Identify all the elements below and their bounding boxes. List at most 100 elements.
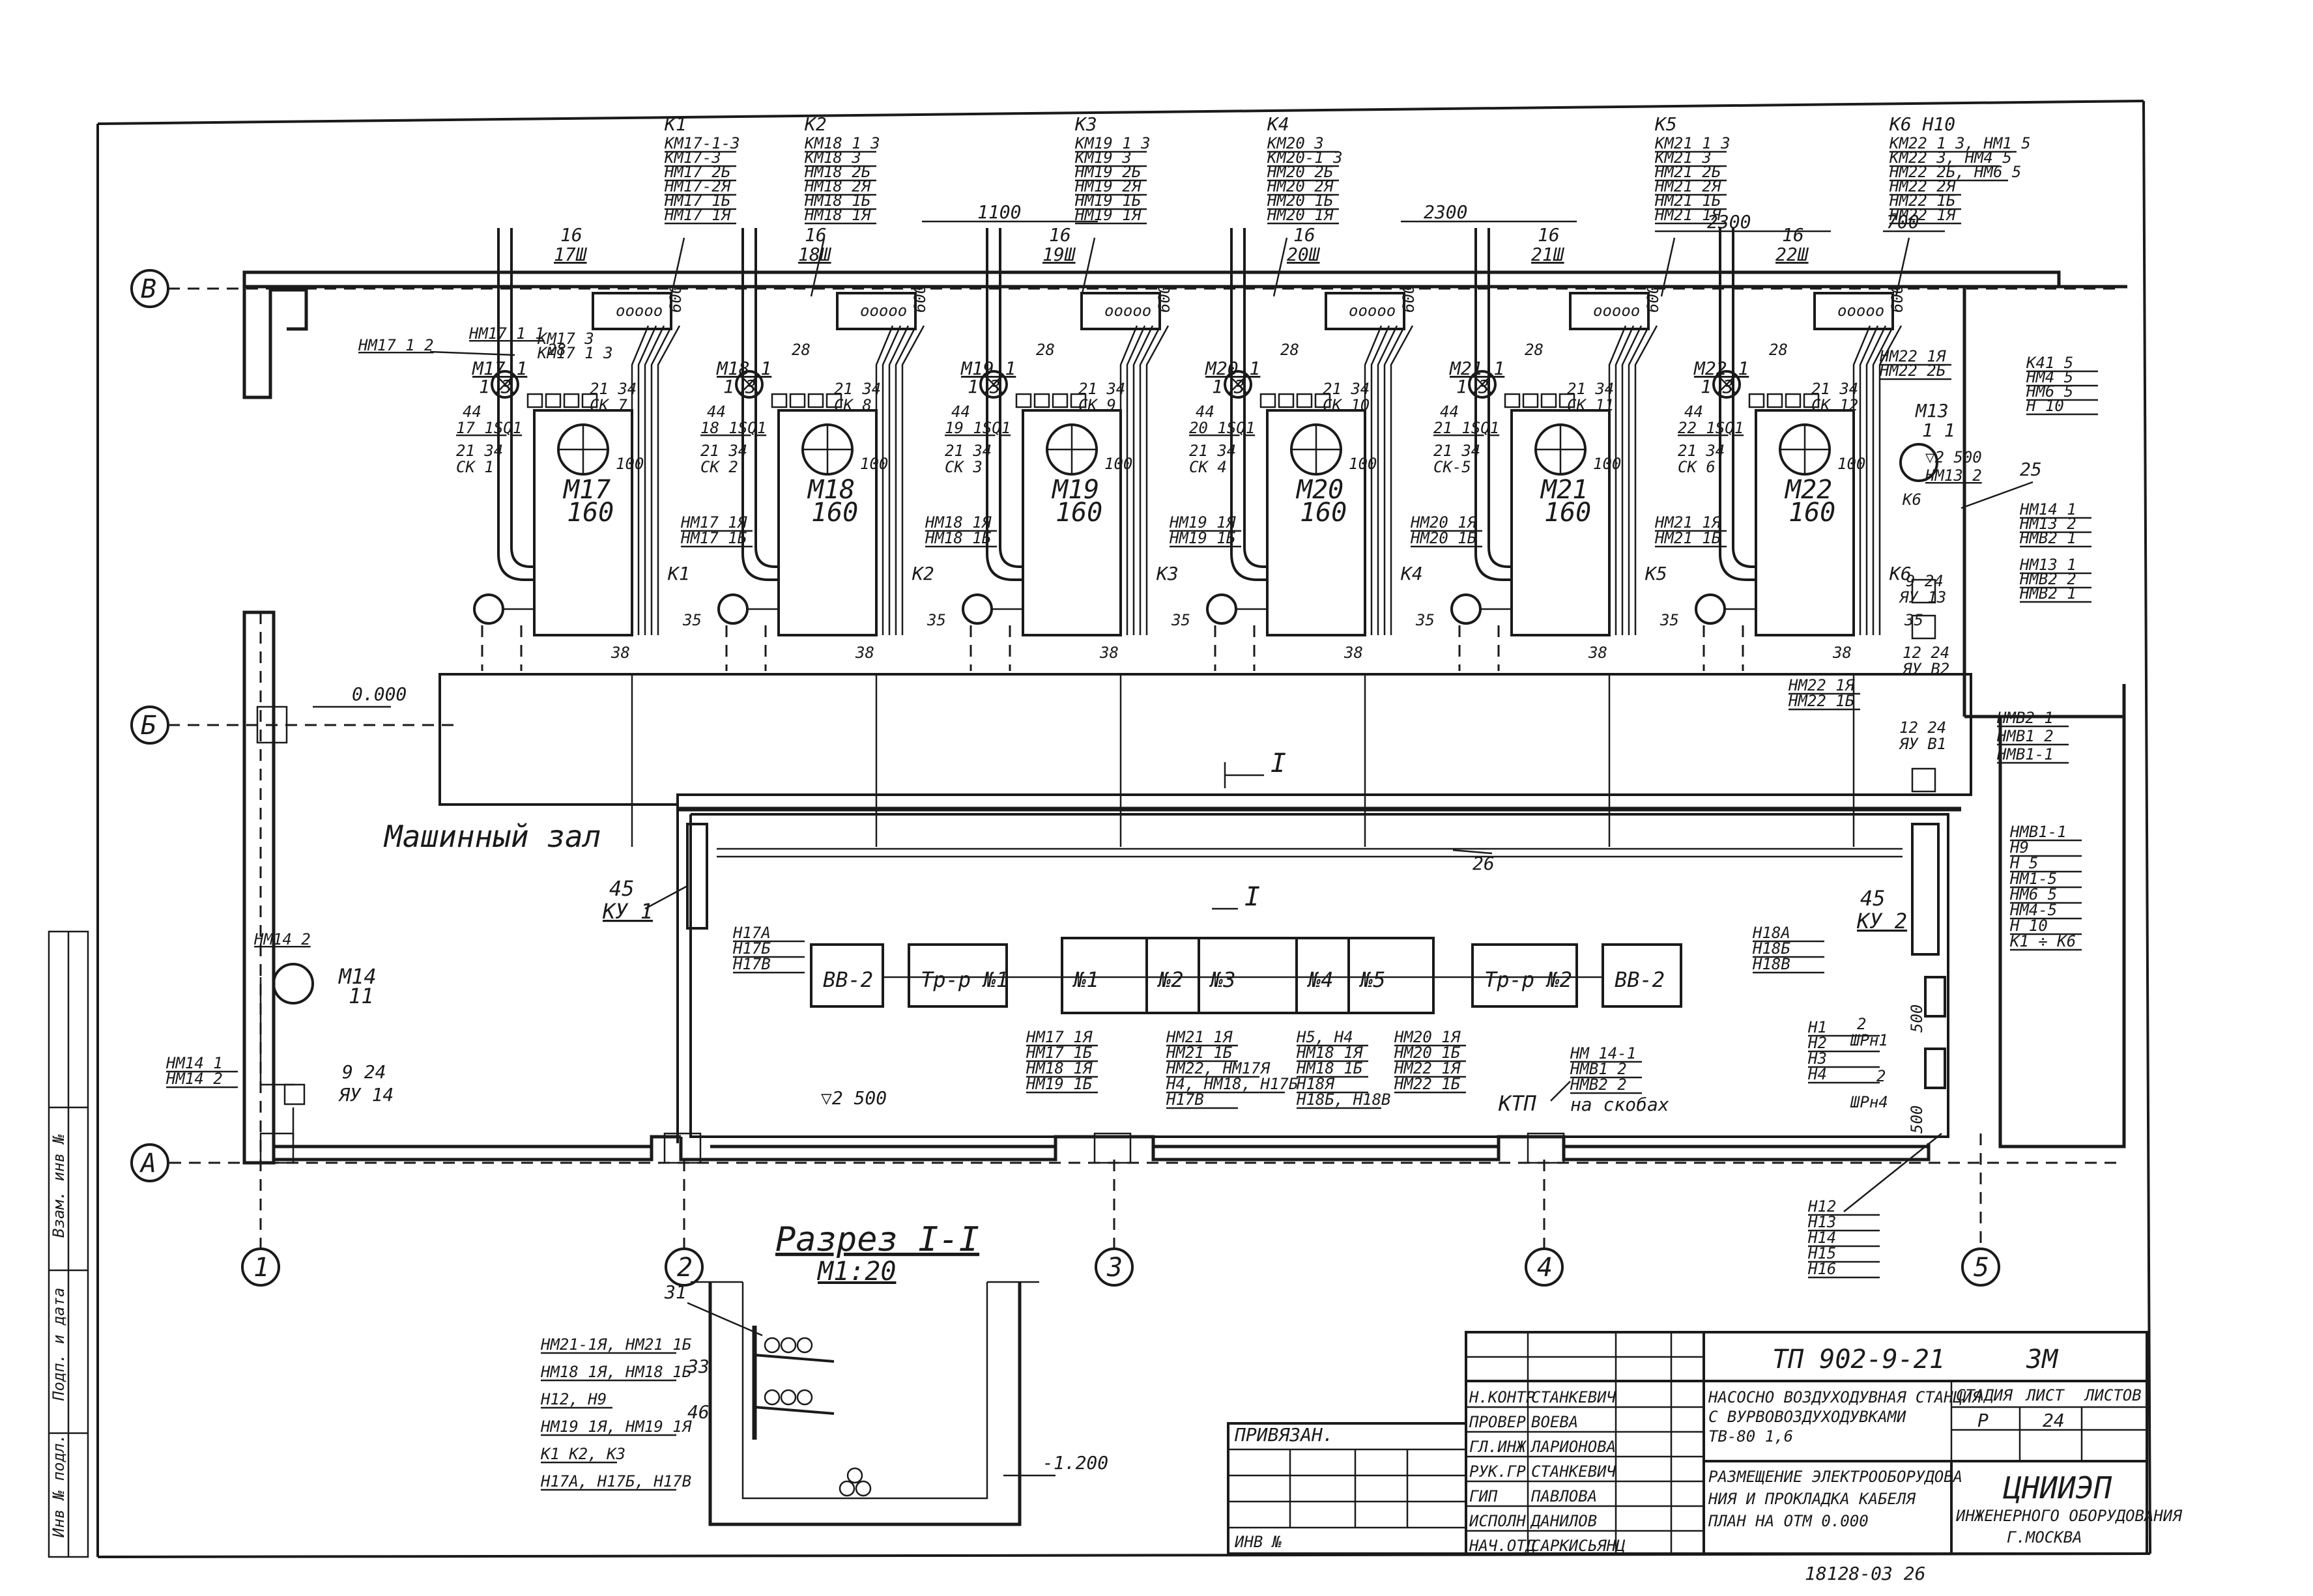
num-600: 600 — [1155, 285, 1173, 313]
cable-tag: К4 — [1400, 563, 1423, 584]
num-16: 16 — [1293, 224, 1315, 246]
cable-26: 26 — [1473, 853, 1495, 874]
tb-org: ЦНИИЭП — [2003, 1470, 2112, 1505]
num-44: 44 — [1684, 403, 1703, 421]
tb-role: ГЛ.ИНЖ — [1469, 1438, 1527, 1456]
ku2-list: Н18Б — [1752, 939, 1790, 958]
cable-tag: К3 — [1156, 563, 1179, 584]
cabinet-ku2 — [1911, 823, 1940, 956]
rb-list-b: НМВ2 2 — [2019, 570, 2076, 588]
cable-list-line: НМ17 1Я — [664, 206, 731, 224]
shr-list2: Н14 — [1807, 1229, 1836, 1247]
ktp-block-label: Тр-р №1 — [921, 967, 1009, 992]
cable-list-head: К3 — [1074, 113, 1097, 135]
axis-label-col: 2 — [677, 1253, 693, 1283]
num-600: 600 — [667, 285, 685, 313]
sk-label: СК 8 — [834, 396, 872, 414]
rb-list-d: Н9 — [2009, 838, 2029, 857]
junction-box — [1569, 292, 1650, 330]
motor-ref-sub: 1 3 — [1212, 376, 1245, 397]
cable-list-line: КМ18 3 — [804, 149, 861, 167]
ku-cabinets: 45 КУ 1 45 КУ 2 26 — [602, 823, 1940, 956]
section-label: НМ21-1Я, НМ21 1Б — [540, 1335, 692, 1354]
nm14-list: НМВ2 2 — [1570, 1076, 1627, 1094]
cabinet-ku1 — [686, 823, 708, 930]
section-label: Н17А, Н17Б, Н17В — [540, 1472, 691, 1490]
junction-terminals: ooooo — [1104, 302, 1151, 320]
num-38: 38 — [1588, 644, 1607, 662]
tb-name: СТАНКЕВИЧ — [1531, 1462, 1616, 1481]
rb-ayb2b: ЯУ В2 — [1902, 660, 1949, 678]
box-ay14 — [283, 1083, 306, 1105]
num-38: 38 — [855, 644, 874, 662]
ktp-list-line: НМ18 1Я — [1026, 1059, 1093, 1077]
axis-bubble-b — [130, 705, 169, 745]
cable-list-line: НМ18 1Б — [804, 192, 871, 210]
side-stamp: Инв № подл. Подп. и дата Взам. инв № — [50, 1134, 68, 1538]
cable-list-line: НМ17-2Я — [664, 177, 731, 195]
rb-ayb1a: 12 24 — [1899, 719, 1946, 737]
section-label: НМ19 1Я, НМ19 1Я — [540, 1418, 692, 1436]
term-label: 22 1SQ1 — [1678, 419, 1744, 437]
box-ay13 — [1911, 578, 1936, 604]
cable-list-line: КМ20-1 3 — [1267, 149, 1343, 167]
num-2134: 21 34 — [1433, 442, 1480, 460]
ktp-list-line: Н4, НМ18, Н17Б — [1166, 1075, 1299, 1093]
ktp-block — [1471, 943, 1578, 1008]
num-44: 44 — [463, 403, 481, 421]
section-level: -1.200 — [1042, 1452, 1108, 1474]
lower-list-line: НМ20 1Б — [1410, 529, 1477, 547]
rb-list-d: К1 ÷ К6 — [2009, 932, 2076, 950]
axis-label-row: А — [139, 1148, 156, 1178]
cable-list-line: НМ19 2Б — [1074, 163, 1142, 181]
ku1-list: Н17А — [732, 924, 771, 942]
num-28: 28 — [1280, 341, 1299, 359]
num-100: 100 — [1104, 455, 1132, 473]
tb-role: ПРОВЕР — [1469, 1413, 1526, 1431]
cable-list-line: НМ21 1Я — [1654, 206, 1721, 224]
cable-list-line: КМ20 3 — [1267, 134, 1324, 152]
axis-label-col: 4 — [1537, 1253, 1553, 1283]
ktp-block-label: ВВ-2 — [1615, 967, 1665, 992]
section-title: Разрез I-I — [775, 1220, 979, 1259]
lower-list-line: НМ18 1Б — [925, 529, 992, 547]
tb-name: ПАВЛОВА — [1530, 1487, 1597, 1505]
motor-ref: M22 1 — [1693, 358, 1749, 379]
sk-label: СК 10 — [1323, 396, 1370, 414]
motor-name: M20 — [1295, 475, 1343, 505]
cable-list-line: НМ18 2Б — [804, 163, 871, 181]
junction-terminals: ooooo — [616, 302, 663, 320]
num-35: 35 — [1415, 611, 1435, 629]
side-stamp-text: Взам. инв № — [50, 1134, 68, 1238]
num-16: 16 — [560, 224, 582, 246]
m14-area — [259, 963, 314, 1140]
shr-d500b: 500 — [1908, 1105, 1926, 1133]
cable-list-line: НМ20 1Б — [1267, 192, 1334, 210]
motor-ref: M20 1 — [1205, 358, 1260, 379]
grid-axes: В Б А 1 2 3 4 5 — [130, 269, 2118, 1287]
sk-label: СК 12 — [1811, 396, 1858, 414]
cable-list-line: НМ22 2Я — [1889, 177, 1956, 195]
num-16: 16 — [1538, 224, 1560, 246]
shr-list: Н1 — [1807, 1018, 1827, 1036]
lower-list-line: НМ19 1Я — [1169, 513, 1236, 532]
junction-box — [1325, 292, 1405, 330]
num-38: 38 — [611, 644, 630, 662]
side-stamp-text: Инв № подл. — [50, 1434, 68, 1538]
rb-list-d: НМ4-5 — [2009, 901, 2057, 919]
dimension-text: 2300 — [1424, 201, 1467, 223]
motor-power: 160 — [1300, 498, 1347, 528]
nm14-list: НМ 14-1 — [1570, 1044, 1636, 1062]
motor-ref-sub: 1 3 — [968, 376, 1001, 397]
callout-text: КМ17 1 3 — [537, 344, 613, 362]
rb-nm22top: НМ22 1Я — [1879, 347, 1946, 365]
motor-ref-sub: 1 3 — [479, 376, 512, 397]
